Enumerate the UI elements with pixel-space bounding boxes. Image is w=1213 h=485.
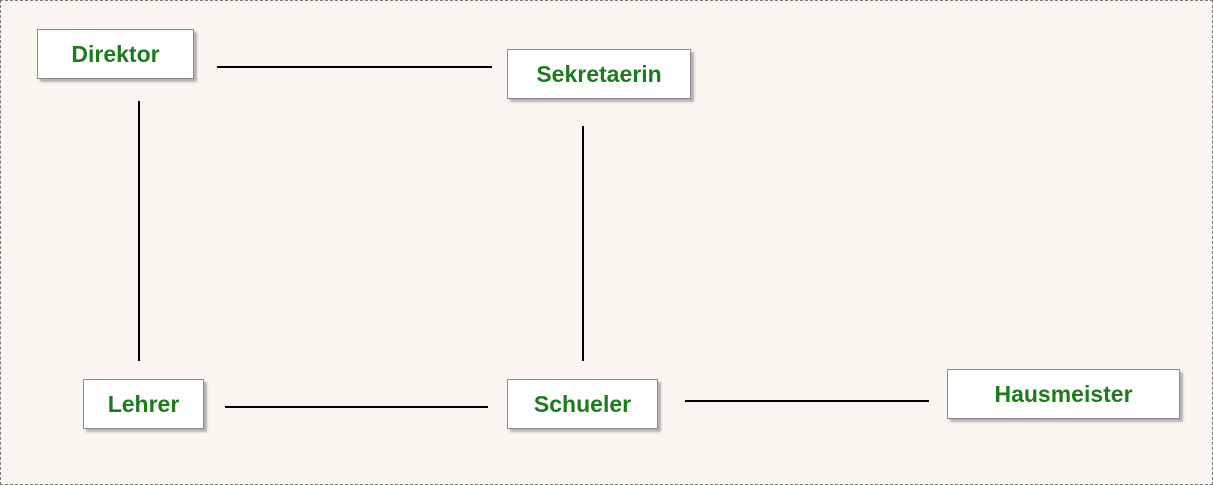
node-hausmeister[interactable]: Hausmeister	[947, 369, 1180, 419]
node-direktor[interactable]: Direktor	[37, 29, 194, 79]
node-sekretaerin[interactable]: Sekretaerin	[507, 49, 691, 99]
node-schueler[interactable]: Schueler	[507, 379, 658, 429]
node-lehrer[interactable]: Lehrer	[83, 379, 204, 429]
